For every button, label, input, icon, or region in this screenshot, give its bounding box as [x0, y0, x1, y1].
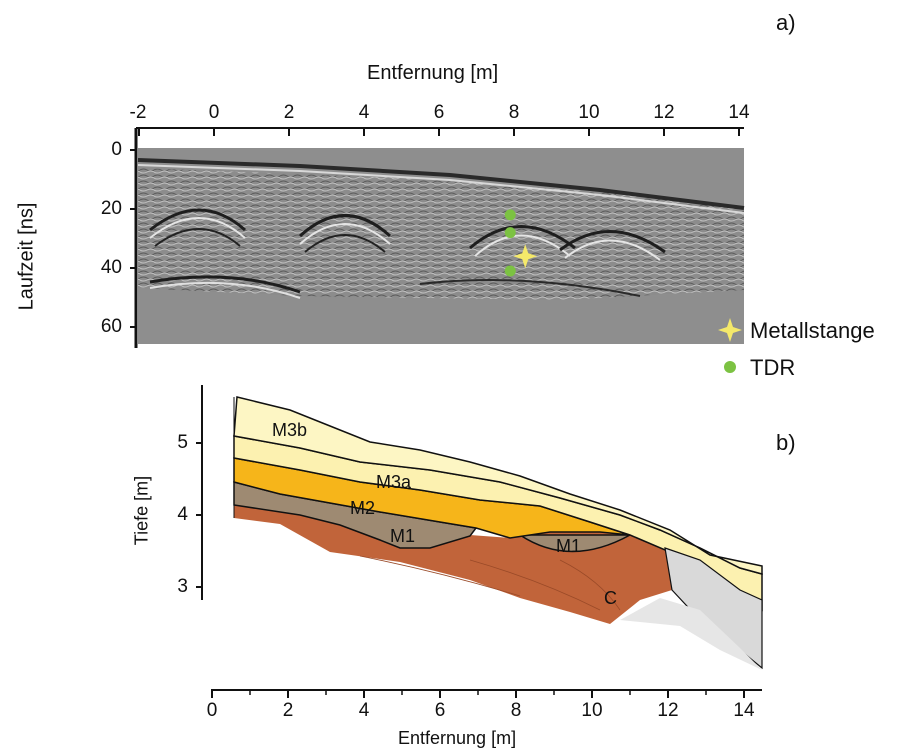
- panel-b-x-axis-title: Entfernung [m]: [398, 728, 517, 748]
- panel-a-ytick: 20: [100, 198, 122, 219]
- panel-a-x-axis-title: Entfernung [m]: [367, 62, 499, 84]
- metal-rod-point: [513, 244, 538, 269]
- panel-b-xtick: 2: [282, 700, 294, 721]
- panel-b-xtick: 0: [206, 700, 218, 721]
- panel-b-xtick: 10: [581, 700, 603, 721]
- legend-tdr-label: TDR: [750, 355, 796, 380]
- panel-b-xtick: 8: [510, 700, 522, 721]
- panel-a-ytick: 0: [111, 139, 122, 160]
- panel-a-xtick: 10: [578, 102, 600, 123]
- legend-metal-star-icon: [718, 318, 742, 342]
- panel-b-label: b): [776, 430, 796, 455]
- panel-a-label: a): [776, 10, 796, 35]
- panel-b-xtick: 14: [733, 700, 755, 721]
- panel-b-ytick: 4: [177, 504, 188, 525]
- legend-metal-label: Metallstange: [750, 318, 875, 343]
- panel-a-xtick: 12: [653, 102, 675, 123]
- panel-a-ytick: 40: [100, 257, 122, 278]
- layer-label-m1-right: M1: [556, 536, 582, 556]
- layer-label-m3a: M3a: [376, 472, 412, 492]
- layer-talus: [664, 547, 763, 670]
- tdr-point: [504, 209, 516, 221]
- layer-talus-lower: [620, 598, 762, 670]
- panel-a-xtick: 4: [358, 102, 370, 123]
- cross-section-diagram: [233, 396, 763, 670]
- panel-a-xtick: 6: [433, 102, 445, 123]
- tdr-point: [504, 227, 516, 239]
- layer-label-m2: M2: [350, 498, 376, 518]
- layer-label-m3b: M3b: [272, 420, 308, 440]
- layer-label-c: C: [604, 588, 617, 608]
- legend: [718, 318, 742, 373]
- panel-a-xtick: 14: [728, 102, 750, 123]
- legend-tdr-dot-icon: [724, 361, 736, 373]
- panel-a-y-axis-title: Laufzeit [ns]: [15, 202, 38, 311]
- panel-b-xtick: 4: [358, 700, 370, 721]
- radargram-image: [137, 148, 745, 344]
- panel-b-y-axis-title: Tiefe [m]: [131, 475, 152, 546]
- panel-a-axes: [130, 127, 744, 348]
- layer-m3b: [233, 396, 763, 575]
- panel-a-xtick: 2: [283, 102, 295, 123]
- layer-label-m1-left: M1: [390, 526, 416, 546]
- panel-b-ytick: 5: [177, 432, 188, 453]
- panel-a-xtick: -2: [129, 102, 147, 123]
- layer-m1-right: [517, 534, 631, 553]
- panel-a-xtick: 0: [208, 102, 220, 123]
- panel-b-xtick: 6: [434, 700, 446, 721]
- tdr-point: [504, 265, 516, 277]
- panel-a-ytick: 60: [100, 316, 122, 337]
- panel-b-ytick: 3: [177, 576, 188, 597]
- panel-a-xtick: 8: [508, 102, 520, 123]
- panel-b-xtick: 12: [657, 700, 679, 721]
- panel-b-axes: [196, 385, 762, 698]
